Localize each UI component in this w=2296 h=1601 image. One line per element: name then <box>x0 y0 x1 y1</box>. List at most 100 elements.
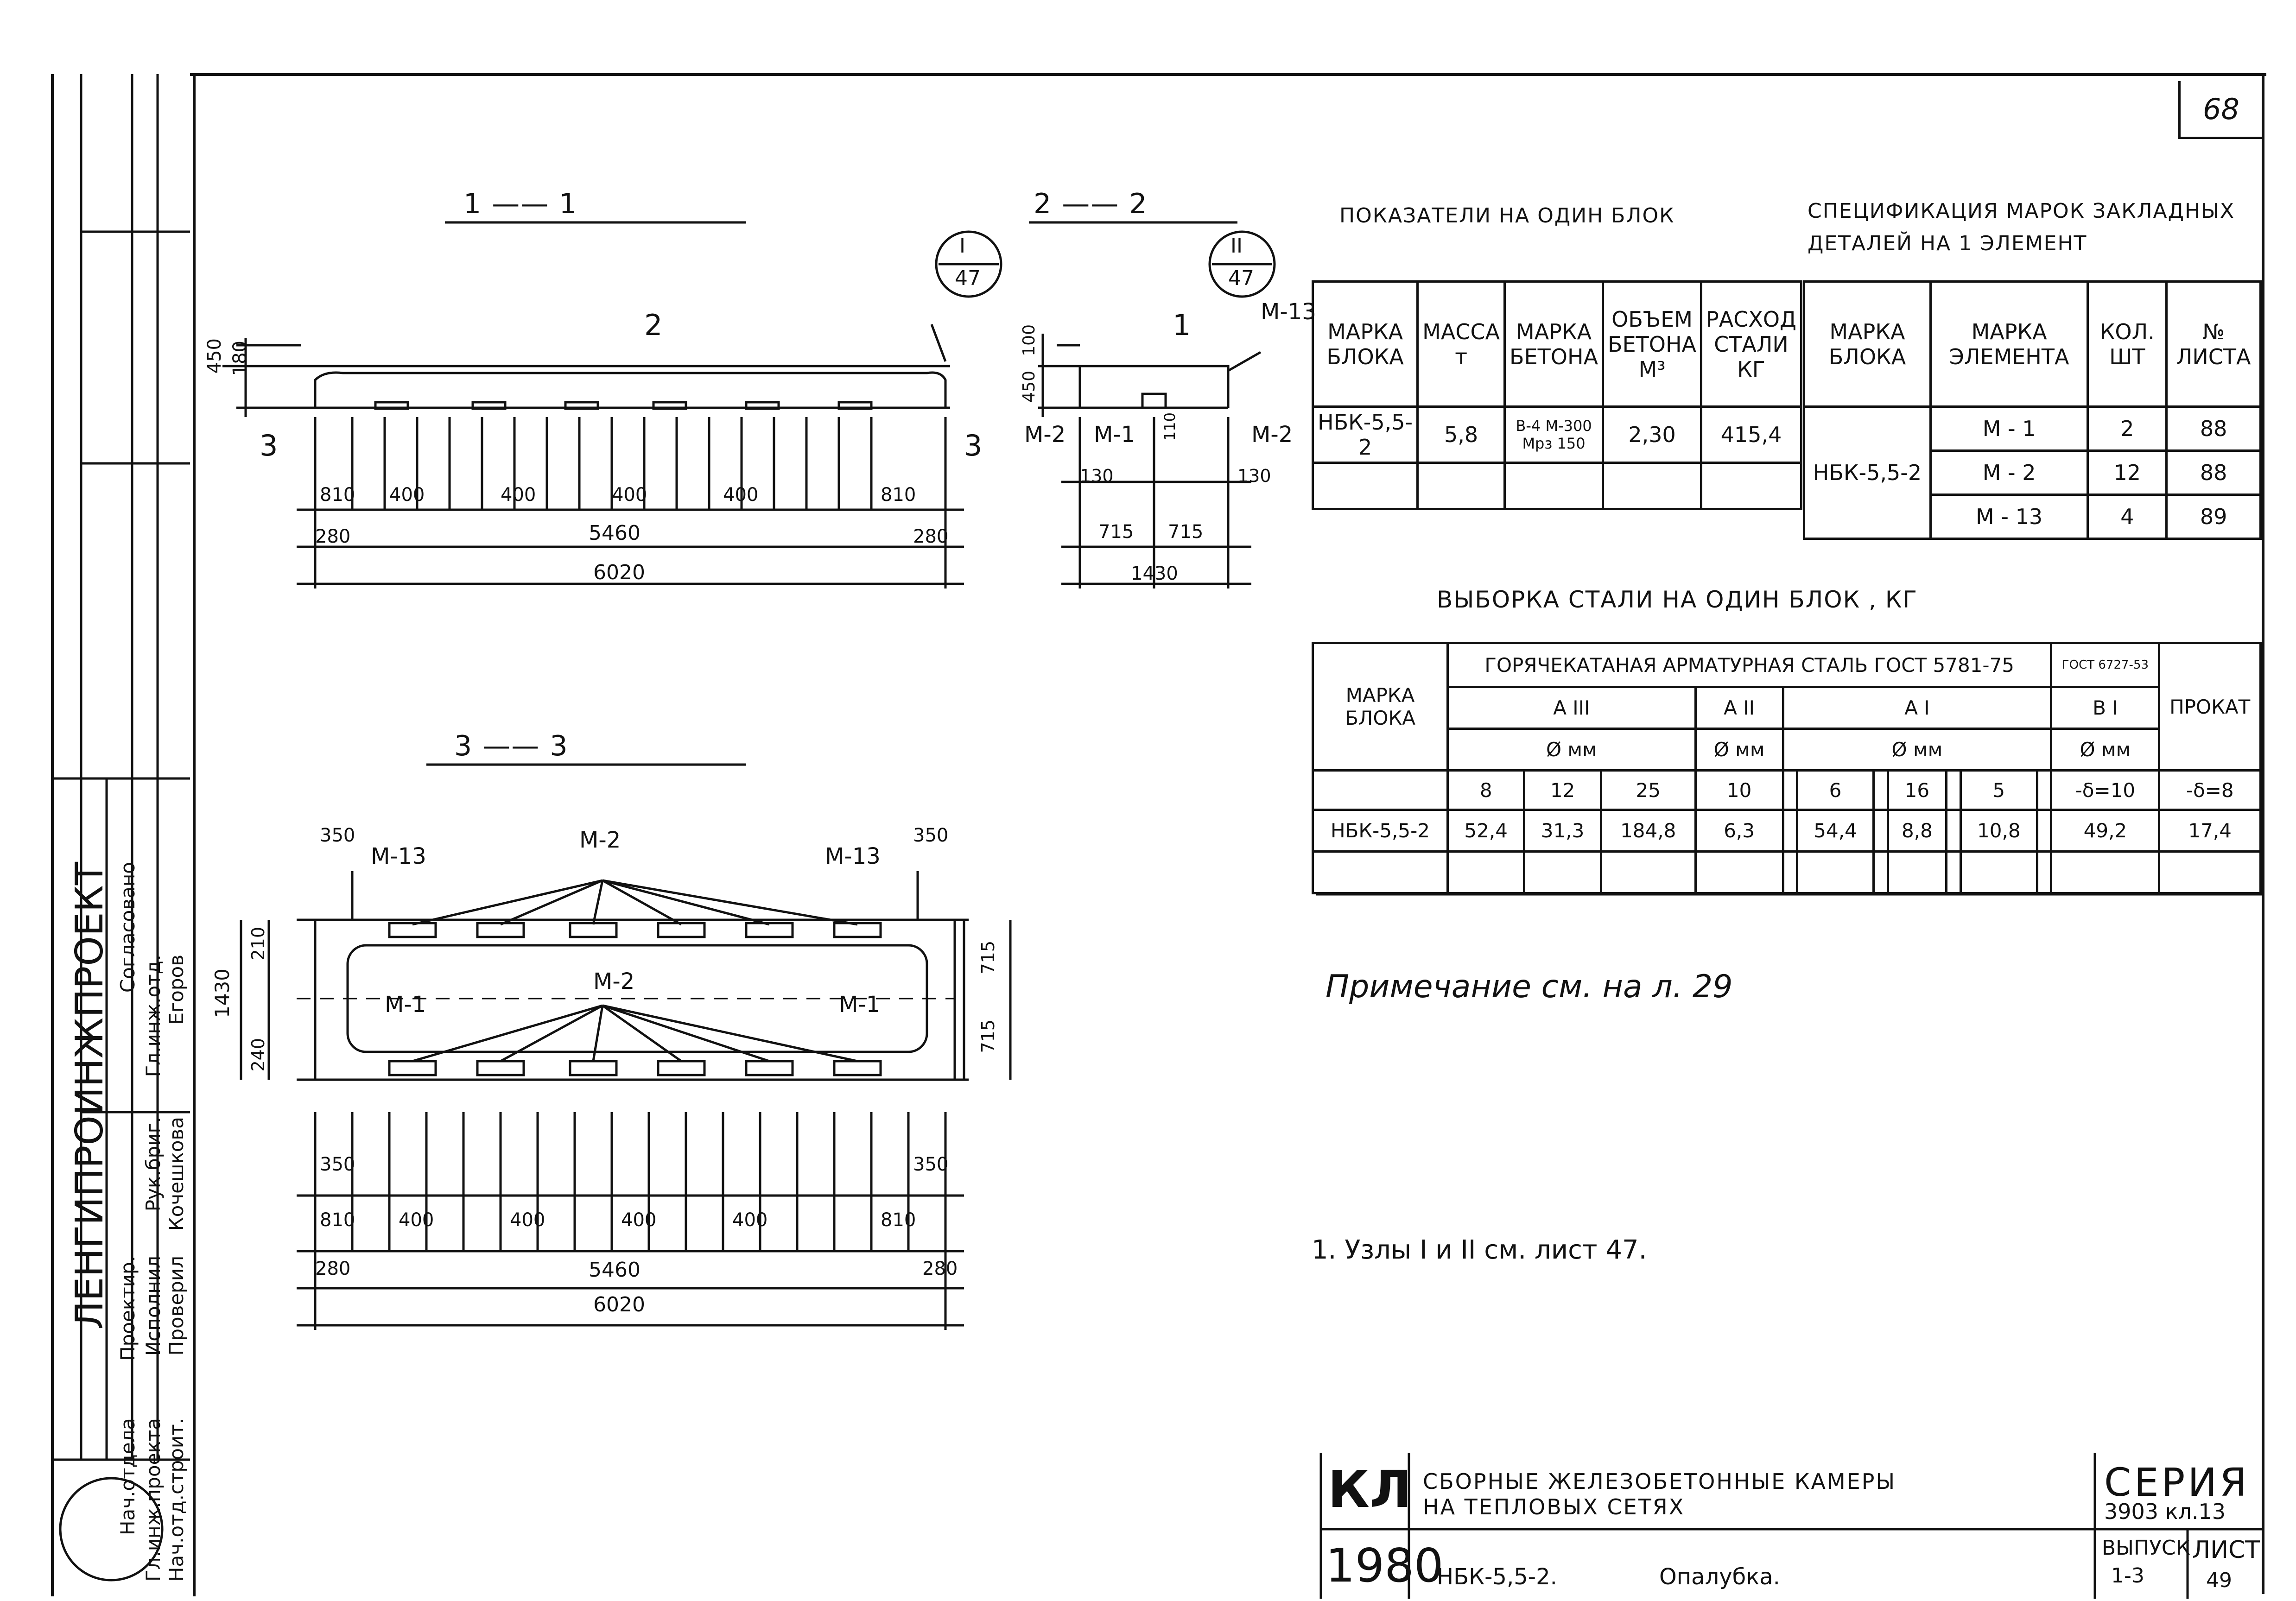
mark-m1-s2: М-1 <box>1094 422 1135 448</box>
node-2-top: II <box>1230 234 1243 258</box>
steel-v-4 <box>1782 809 1798 853</box>
dim-240: 240 <box>248 1038 268 1072</box>
ind-h-block: МАРКА БЛОКА <box>1311 280 1419 408</box>
steel-col-block: МАРКА БЛОКА <box>1312 642 1449 772</box>
dim-100: 100 <box>1020 324 1039 356</box>
tb-sheet-value: 49 <box>2206 1569 2232 1592</box>
tb-subject: НБК-5,5-2. <box>1437 1564 1557 1590</box>
section-2-title: 2 —— 2 <box>1034 188 1148 220</box>
spec-r1-sheet: 88 <box>2165 405 2262 452</box>
remark-note: Примечание см. на л. 29 <box>1326 968 1733 1005</box>
steel-d-6 <box>1872 769 1889 811</box>
dim-715-right: 715 <box>1168 521 1204 543</box>
cut-2-label: 2 <box>644 308 663 342</box>
steel-diam-a1: Ø мм <box>1782 728 2053 772</box>
ind-h-steel: РАСХОД СТАЛИ КГ <box>1700 280 1802 408</box>
steel-v-2: 184,8 <box>1599 809 1697 853</box>
spec-table: МАРКА БЛОКА МАРКА ЭЛЕМЕНТА КОЛ. ШТ № ЛИС… <box>1803 280 2262 540</box>
steel-v-11: 49,2 <box>2050 809 2161 853</box>
tb-issue-value: 1-3 <box>2111 1564 2144 1588</box>
dim-715-plan-bot: 715 <box>978 1019 998 1053</box>
dim-400-plan-4: 400 <box>732 1209 768 1231</box>
cut-3-label-right: 3 <box>964 429 983 462</box>
dim-280-plan-right: 280 <box>922 1258 958 1279</box>
steel-v-1: 31,3 <box>1523 809 1602 853</box>
spec-h-qty: КОЛ. ШТ <box>2087 280 2168 408</box>
dim-400-plan-2: 400 <box>510 1209 545 1231</box>
cut-3-label-left: 3 <box>260 429 278 462</box>
dim-450: 450 <box>204 338 225 374</box>
mark-m1-plan-right: М-1 <box>839 992 881 1018</box>
spec-block: НБК-5,5-2 <box>1803 405 1932 540</box>
dim-280-left: 280 <box>315 526 351 547</box>
stamp-emblem <box>59 1477 164 1582</box>
ind-block: НБК-5,5-2 <box>1311 405 1419 464</box>
sheet-top-border <box>190 73 2266 76</box>
steel-a1: А I <box>1782 686 2053 730</box>
tb-title-1: СБОРНЫЕ ЖЕЛЕЗОБЕТОННЫЕ КАМЕРЫ <box>1423 1469 1896 1494</box>
dim-715-left: 715 <box>1098 521 1134 543</box>
dim-5460-plan: 5460 <box>589 1258 641 1282</box>
steel-v-12: 17,4 <box>2158 809 2262 853</box>
section-3-title: 3 —— 3 <box>454 730 569 762</box>
indicators-title: ПОКАЗАТЕЛИ НА ОДИН БЛОК <box>1339 204 1675 228</box>
tb-title-2: НА ТЕПЛОВЫХ СЕТЯХ <box>1423 1494 1685 1519</box>
dim-400-3: 400 <box>612 484 647 506</box>
dim-350-bl: 350 <box>320 1154 355 1175</box>
spec-h-element: МАРКА ЭЛЕМЕНТА <box>1929 280 2089 408</box>
steel-v-10 <box>2036 809 2053 853</box>
node-1-top: I <box>959 234 965 258</box>
ind-steel: 415,4 <box>1700 405 1802 464</box>
spec-r3-sheet: 89 <box>2165 494 2262 540</box>
note-item-1: 1. Узлы I и II см. лист 47. <box>1312 1235 1647 1265</box>
steel-b1: В I <box>2050 686 2161 730</box>
dim-400-4: 400 <box>723 484 759 506</box>
ind-mass: 5,8 <box>1416 405 1506 464</box>
spec-r2-qty: 12 <box>2087 449 2168 496</box>
spec-r1-qty: 2 <box>2087 405 2168 452</box>
steel-rolled: ПРОКАТ <box>2158 642 2262 772</box>
mark-m2-plan-mid: М-2 <box>593 968 635 994</box>
spec-title-1: СПЕЦИФИКАЦИЯ МАРОК ЗАКЛАДНЫХ <box>1808 199 2235 223</box>
steel-v-9: 10,8 <box>1959 809 2038 853</box>
spec-h-sheet: № ЛИСТА <box>2165 280 2262 408</box>
steel-d-9: 5 <box>1959 769 2038 811</box>
steel-diam-a3: Ø мм <box>1446 728 1697 772</box>
tb-sheet-label: ЛИСТ <box>2192 1536 2260 1564</box>
ind-volume: 2,30 <box>1602 405 1703 464</box>
dim-6020: 6020 <box>593 561 645 584</box>
dim-350-tr: 350 <box>913 825 949 846</box>
dim-1430-plan: 1430 <box>211 968 234 1018</box>
steel-gost2: ГОСТ 6727-53 <box>2050 642 2161 688</box>
dim-1430: 1430 <box>1131 563 1178 584</box>
steel-empty <box>1312 769 1449 811</box>
steel-d-8 <box>1945 769 1962 811</box>
dim-400-1: 400 <box>389 484 425 506</box>
page-number: 68 <box>2178 81 2262 139</box>
dim-350-tl: 350 <box>320 825 355 846</box>
steel-d-10 <box>2036 769 2053 811</box>
dim-715-plan-top: 715 <box>978 941 998 975</box>
dim-130-right: 130 <box>1237 466 1271 486</box>
tb-subject-2: Опалубка. <box>1659 1564 1780 1590</box>
tb-series-label: СЕРИЯ <box>2104 1460 2250 1505</box>
dim-350-br: 350 <box>913 1154 949 1175</box>
steel-d-3: 10 <box>1694 769 1784 811</box>
steel-v-6 <box>1872 809 1889 853</box>
indicators-table: МАРКА БЛОКА МАССА т МАРКА БЕТОНА ОБЪЕМ Б… <box>1311 280 1802 510</box>
dim-280-plan-left: 280 <box>315 1258 351 1279</box>
tb-issue-label: ВЫПУСК <box>2102 1536 2190 1560</box>
dim-110: 110 <box>1161 412 1179 441</box>
dim-400-plan-3: 400 <box>621 1209 657 1231</box>
steel-d-0: 8 <box>1446 769 1526 811</box>
dim-130-left: 130 <box>1080 466 1114 486</box>
ind-h-volume: ОБЪЕМ БЕТОНА М³ <box>1602 280 1703 408</box>
section-1-title: 1 —— 1 <box>463 188 578 220</box>
steel-d-1: 12 <box>1523 769 1602 811</box>
sheet-right-border <box>2262 74 2264 1594</box>
spec-r2-el: М - 2 <box>1929 449 2089 496</box>
node-1-bottom: 47 <box>955 266 981 290</box>
dim-5460: 5460 <box>589 521 641 545</box>
mark-m2-s2-left: М-2 <box>1024 422 1066 448</box>
